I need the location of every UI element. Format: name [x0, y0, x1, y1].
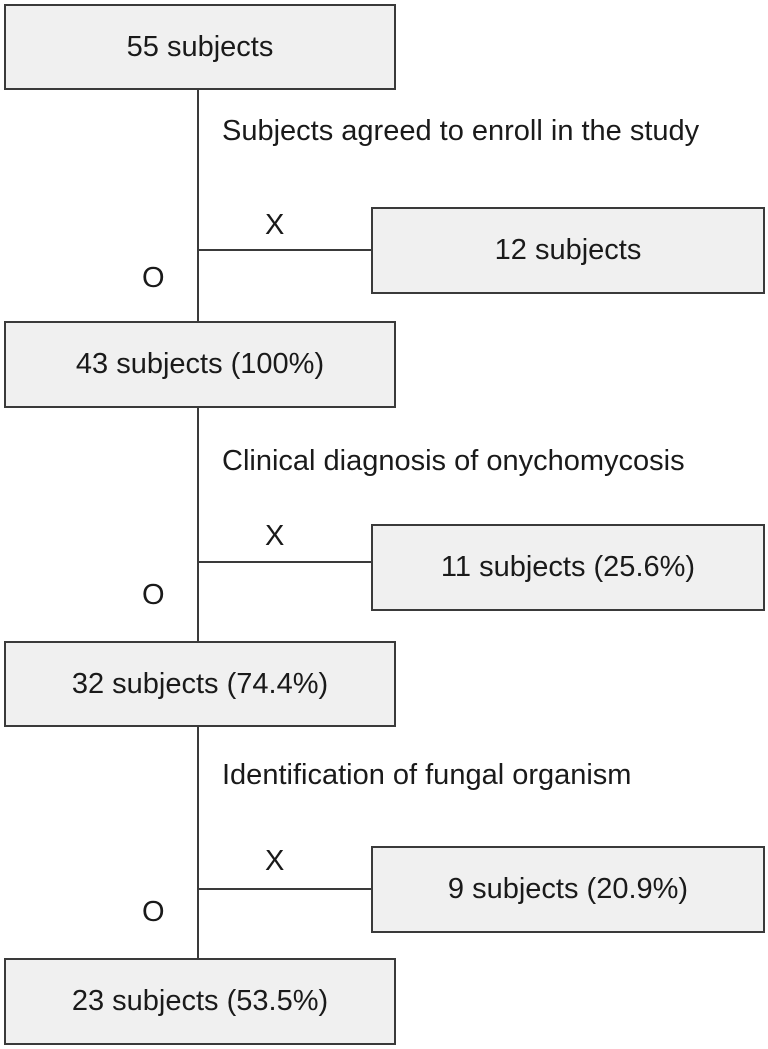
criterion-label-3: Identification of fungal organism	[222, 759, 632, 791]
exclusion-line-3	[197, 888, 372, 890]
inclusion-mark-3: O	[142, 896, 165, 928]
exclusion-mark-1: X	[265, 209, 285, 241]
exclusion-mark-2: X	[265, 520, 285, 552]
excluded-box-1: 12 subjects	[371, 207, 765, 294]
criterion-label-1: Subjects agreed to enroll in the study	[222, 115, 700, 147]
criterion-label-2: Clinical diagnosis of onychomycosis	[222, 445, 685, 477]
connector-line-3	[197, 726, 199, 960]
stage-box-1: 55 subjects	[4, 4, 396, 90]
inclusion-mark-1: O	[142, 262, 165, 294]
exclusion-line-1	[197, 249, 372, 251]
inclusion-mark-2: O	[142, 579, 165, 611]
exclusion-line-2	[197, 561, 372, 563]
excluded-box-3: 9 subjects (20.9%)	[371, 846, 765, 933]
excluded-box-2: 11 subjects (25.6%)	[371, 524, 765, 611]
connector-line-1	[197, 88, 199, 322]
stage-box-4: 23 subjects (53.5%)	[4, 958, 396, 1045]
stage-box-2: 43 subjects (100%)	[4, 321, 396, 408]
connector-line-2	[197, 407, 199, 641]
exclusion-mark-3: X	[265, 845, 285, 877]
stage-box-3: 32 subjects (74.4%)	[4, 641, 396, 727]
